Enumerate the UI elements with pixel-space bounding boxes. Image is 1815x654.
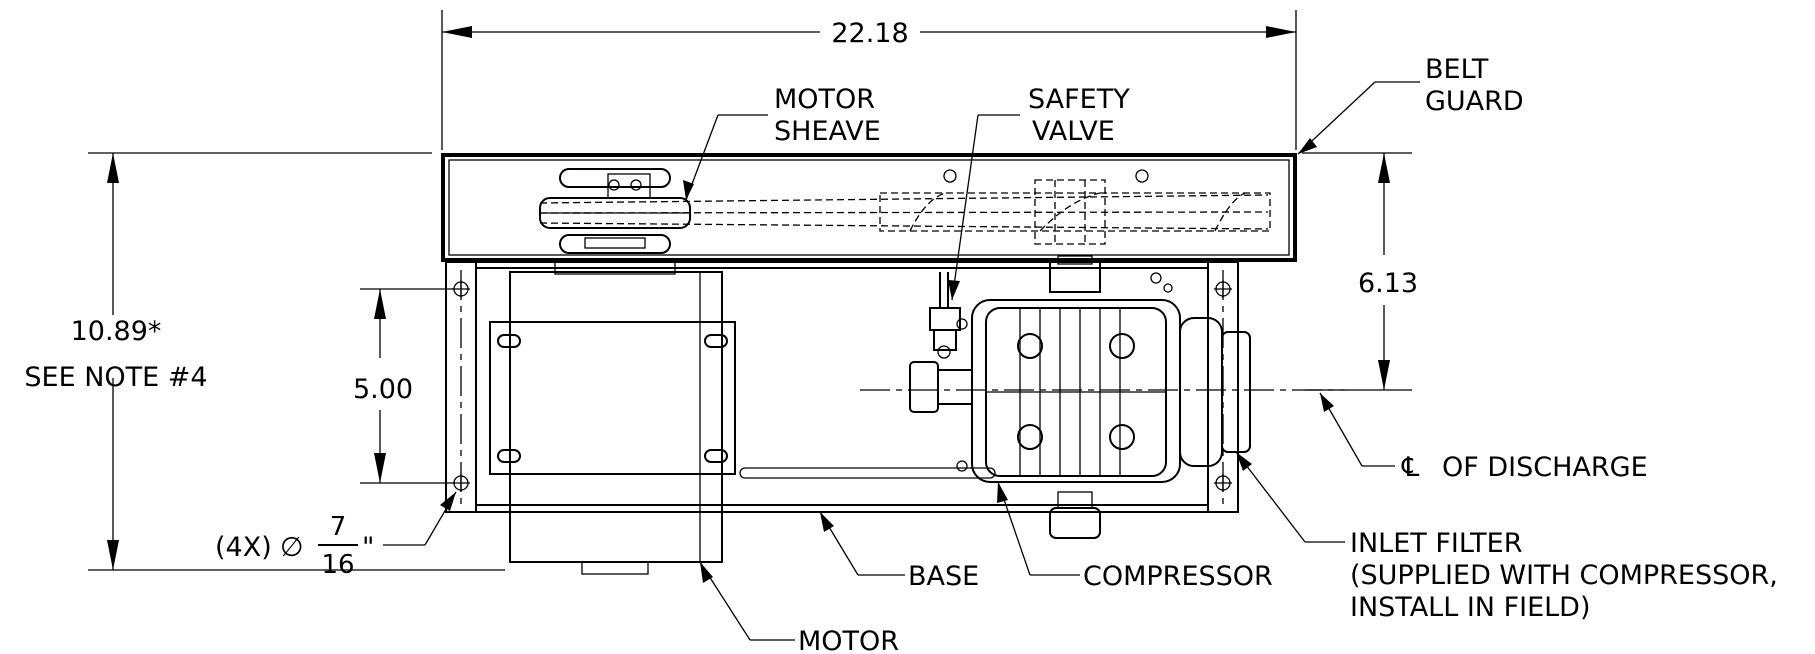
hole-quantity: (4X)	[215, 532, 272, 563]
belt-guard	[441, 153, 1297, 262]
inlet-filter	[1179, 317, 1223, 467]
inlet-filter-label-line2: (SUPPLIED WITH COMPRESSOR,	[1350, 560, 1778, 591]
mounting-hole	[1214, 280, 1232, 298]
motor-label: MOTOR	[798, 626, 899, 654]
overall-width-dimension: 22.18	[441, 10, 1297, 150]
safety-valve-label-line2: VALVE	[1032, 116, 1115, 147]
hole-unit: "	[362, 532, 374, 563]
discharge-height-dimension: 6.13	[1302, 152, 1418, 391]
motor	[489, 261, 736, 575]
overall-height-value: 10.89*	[71, 316, 162, 347]
motor-sheave-label-line1: MOTOR	[774, 84, 875, 115]
hole-denominator: 16	[321, 550, 354, 580]
hole-numerator: 7	[330, 512, 347, 542]
inlet-filter-label-line1: INLET FILTER	[1350, 528, 1522, 559]
mounting-hole	[1214, 474, 1232, 492]
overall-height-dimension: 10.89* SEE NOTE #4	[24, 152, 505, 571]
mount-spacing-dimension: 5.00	[353, 288, 455, 484]
motor-sheave-label-line2: SHEAVE	[774, 116, 881, 147]
mount-spacing-value: 5.00	[353, 374, 413, 405]
compressor-label: COMPRESSOR	[1083, 561, 1273, 592]
overall-height-note: SEE NOTE #4	[24, 362, 207, 393]
safety-valve-label-line1: SAFETY	[1028, 84, 1130, 115]
hole-diameter-symbol: ∅	[280, 532, 304, 563]
overall-width-value: 22.18	[831, 18, 908, 49]
compressor	[909, 255, 1251, 539]
belt-guard-label-line2: GUARD	[1425, 86, 1524, 117]
discharge-height-value: 6.13	[1358, 268, 1418, 299]
centerline-symbol: ℄	[1401, 452, 1420, 483]
safety-valve	[929, 272, 961, 359]
inlet-filter-label-line3: INSTALL IN FIELD)	[1350, 592, 1591, 623]
centerline-label: OF DISCHARGE	[1442, 452, 1648, 483]
mounting-hole	[452, 280, 470, 298]
hole-callout: (4X) ∅ 7 16 "	[215, 512, 374, 580]
belt-guard-label-line1: BELT	[1425, 54, 1489, 85]
callout-leaders	[383, 81, 1420, 641]
mounting-hole	[452, 474, 470, 492]
base-label: BASE	[908, 561, 979, 592]
